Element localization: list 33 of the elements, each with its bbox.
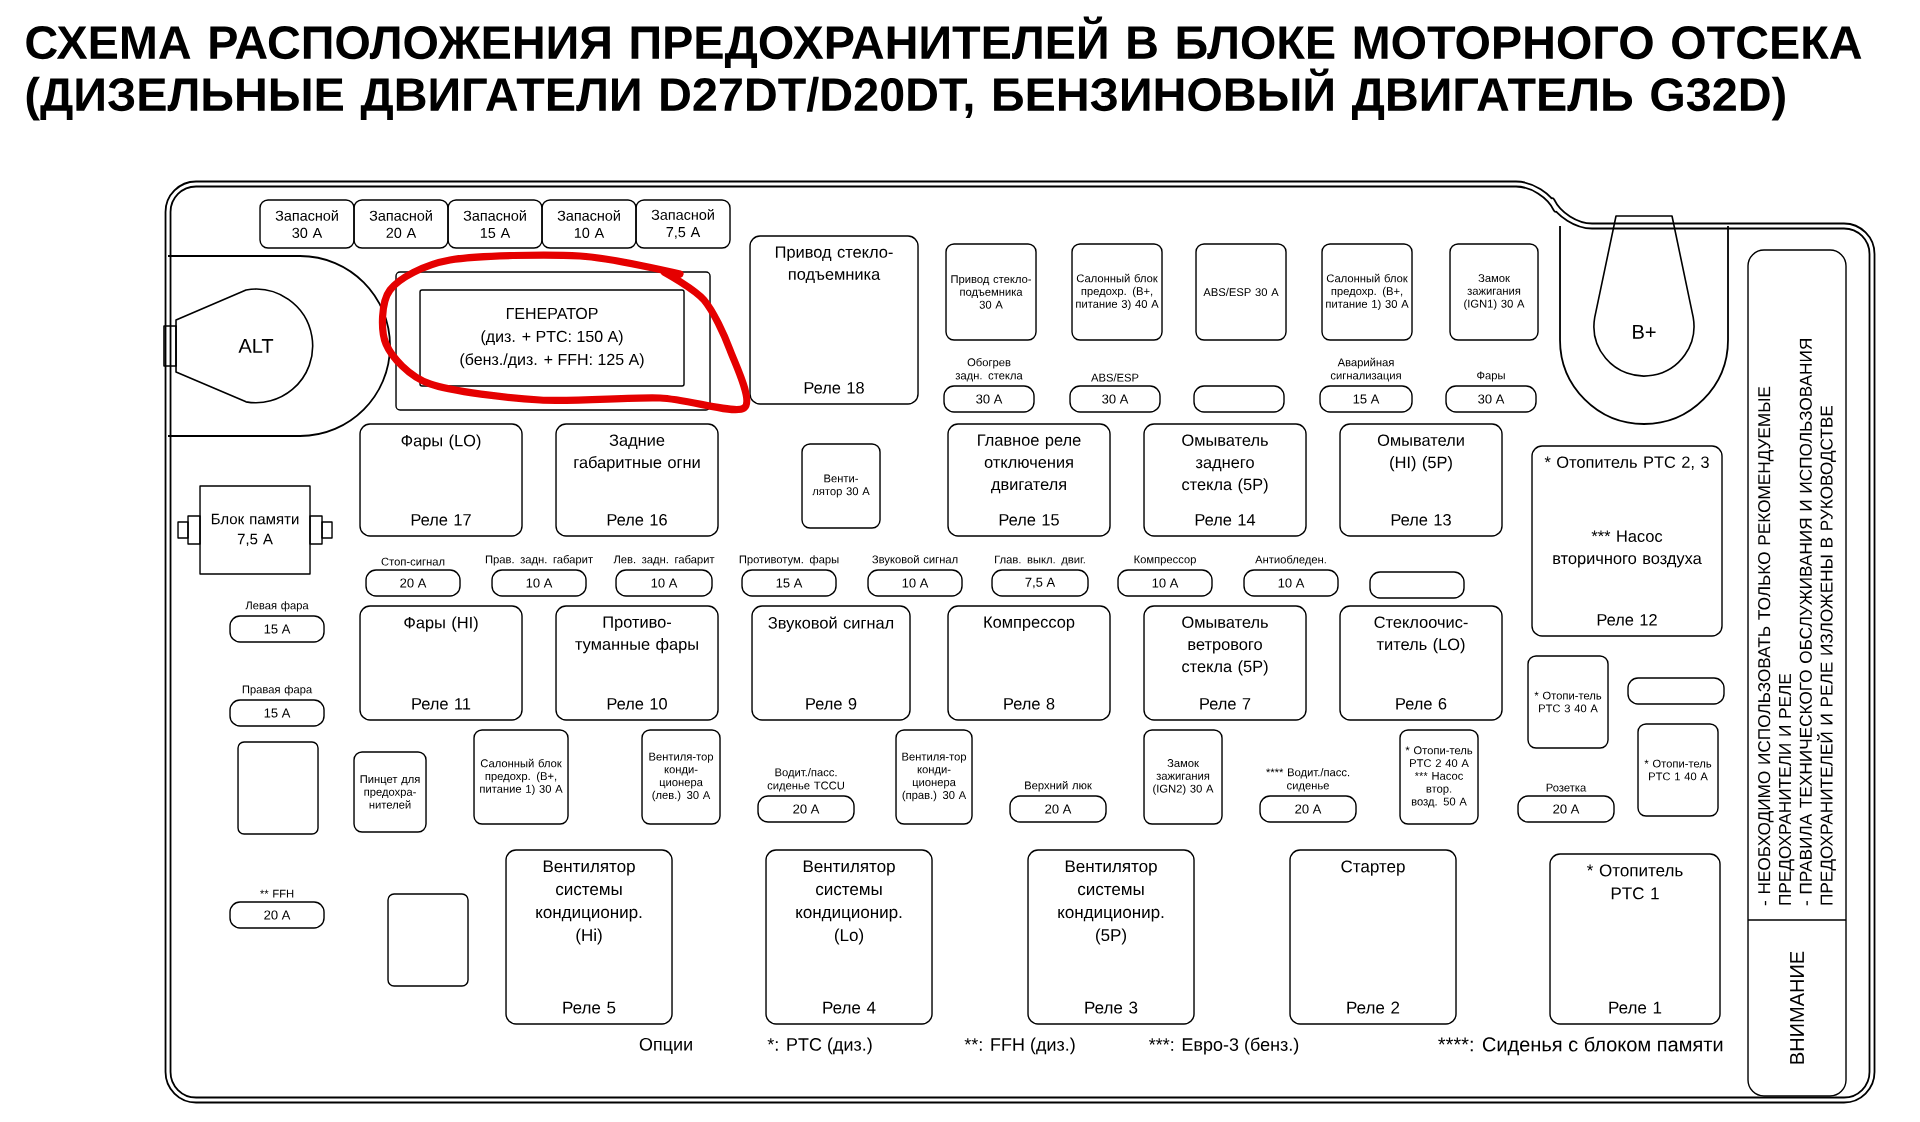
- relay: Компрессор Реле 8: [947, 605, 1111, 721]
- title: СХЕМА РАСПОЛОЖЕНИЯ ПРЕДОХРАНИТЕЛЕЙ В БЛОКЕ МОТОРНОГО ОТСЕКА (ДИЗЕЛЬНЫЕ ДВИГАТЕЛИ D27DT/D20DT, БЕНЗИНОВЫЙ ДВИГАТЕЛЬ G32D): [26, 16, 1862, 121]
- relay: Фары (LO) Реле 17: [359, 423, 523, 537]
- relay: Задние габаритные огни Реле 16: [555, 423, 719, 537]
- relay: * Отопитель PTC 2, 3 *** Насос вторичного воздуха Реле 12: [1531, 445, 1723, 637]
- alternator-drawing: ALT: [163, 288, 314, 404]
- relay: Привод стекло-подъемника Реле 18: [749, 235, 919, 405]
- footnote: Опции: [639, 1037, 692, 1055]
- relay: Стеклоочис-титель (LO) Реле 6: [1339, 605, 1503, 721]
- footnote: ****: Сиденья с блоком памяти: [1438, 1036, 1723, 1056]
- empty-fuse: [1193, 385, 1285, 413]
- generator-box: ГЕНЕРАТОР (диз. + PTC: 150 A) (бенз./диз. + FFH: 125 A): [419, 289, 685, 387]
- relay: Вентилятор системы кондиционир. (5P) Реле 3: [1027, 849, 1195, 1025]
- empty-fuse: [1369, 571, 1465, 599]
- relay: Звуковой сигнал Реле 9: [751, 605, 911, 721]
- relay: Противо-туманные фары Реле 10: [555, 605, 719, 721]
- footnote: ***: Евро-3 (бенз.): [1149, 1037, 1299, 1055]
- empty-fuse: [1627, 677, 1725, 705]
- generator-frame: [395, 271, 711, 411]
- relay: Главное реле отключения двигателя Реле 15: [947, 423, 1111, 537]
- relay: Омыватели (HI) (5P) Реле 13: [1339, 423, 1503, 537]
- empty-slot: [387, 893, 469, 987]
- footnote: **: FFH (диз.): [964, 1037, 1075, 1055]
- relay: Вентилятор системы кондиционир. (Lo) Реле 4: [765, 849, 933, 1025]
- warning-panel: ВНИМАНИЕ - НЕОБХОДИМО ИСПОЛЬЗОВАТЬ ТОЛЬКО РЕКОМЕНДУЕМЫЕ ПРЕДОХРАНИТЕЛИ И РЕЛЕ - ПРАВИЛА ТЕХНИЧЕСКОГО ОБСЛУЖИВАНИЯ И ИСПОЛЬЗОВАНИЯ ПРЕДОХРАНИТЕЛЕЙ И РЕЛЕ ИЗЛОЖЕНЫ В РУКОВОДСТВЕ: [1747, 249, 1847, 1097]
- terminal-drawing: B+: [1593, 215, 1695, 377]
- relay: Омыватель ветрового стекла (5P) Реле 7: [1143, 605, 1307, 721]
- relay: Вентилятор системы кондиционир. (Hi) Реле 5: [505, 849, 673, 1025]
- relay: Фары (HI) Реле 11: [359, 605, 523, 721]
- relay: Стартер Реле 2: [1289, 849, 1457, 1025]
- relay: Омыватель заднего стекла (5P) Реле 14: [1143, 423, 1307, 537]
- empty-slot: [237, 741, 319, 835]
- relay: * Отопитель PTC 1 Реле 1: [1549, 853, 1721, 1025]
